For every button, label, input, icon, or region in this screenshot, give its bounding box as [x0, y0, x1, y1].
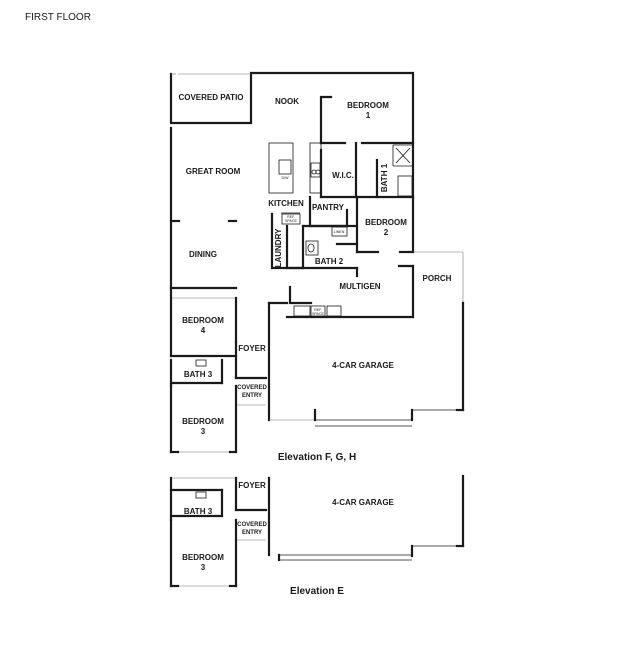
kitchen-label: KITCHEN — [268, 199, 304, 208]
elevation-e-labels: FOYER 4-CAR GARAGE BATH 3 COVERED ENTRY … — [182, 481, 394, 572]
alt-bath-3-label: BATH 3 — [184, 507, 213, 516]
bedroom-4-number: 4 — [201, 326, 206, 335]
bath-3-label: BATH 3 — [184, 370, 213, 379]
alt-bedroom-3-label: BEDROOM — [182, 553, 224, 562]
bedroom-1-label: BEDROOM — [347, 101, 389, 110]
dishwasher-label: D/W — [282, 176, 290, 180]
pantry-label: PANTRY — [312, 203, 345, 212]
bath-1-label: BATH 1 — [380, 163, 389, 192]
dining-label: DINING — [189, 250, 217, 259]
bedroom-3-label: BEDROOM — [182, 417, 224, 426]
great-room-label: GREAT ROOM — [186, 167, 241, 176]
multigen-ref-space-line2: SPACE — [312, 312, 325, 316]
garage-label: 4-CAR GARAGE — [332, 361, 394, 370]
covered-patio-label: COVERED PATIO — [178, 93, 243, 102]
bath-2-label: BATH 2 — [315, 257, 344, 266]
bedroom-2-number: 2 — [384, 228, 389, 237]
nook-label: NOOK — [275, 97, 299, 106]
covered-entry-label-line1: COVERED — [237, 385, 267, 391]
alt-foyer-label: FOYER — [238, 481, 266, 490]
multigen-ref-space-line1: REF. — [314, 308, 322, 312]
elevation-e-caption: Elevation E — [290, 586, 344, 597]
main-plan-walls — [169, 71, 465, 454]
multigen-label: MULTIGEN — [339, 282, 380, 291]
ref-space-label-line2: SPACE — [285, 219, 298, 223]
elevation-fgh-caption: Elevation F, G, H — [278, 452, 356, 463]
foyer-label: FOYER — [238, 344, 266, 353]
bedroom-2-label: BEDROOM — [365, 218, 407, 227]
wic-label: W.I.C. — [332, 171, 354, 180]
ref-space-label-line1: REF. — [287, 215, 295, 219]
covered-entry-label-line2: ENTRY — [242, 393, 262, 399]
main-plan-labels: COVERED PATIO NOOK BEDROOM 1 GREAT ROOM … — [178, 93, 451, 436]
alt-covered-entry-line1: COVERED — [237, 522, 267, 528]
alt-covered-entry-line2: ENTRY — [242, 530, 262, 536]
alt-bedroom-3-number: 3 — [201, 563, 206, 572]
elevation-e-walls — [169, 474, 465, 588]
alt-garage-label: 4-CAR GARAGE — [332, 498, 394, 507]
porch-label: PORCH — [423, 274, 452, 283]
laundry-label: LAUNDRY — [274, 228, 283, 267]
bedroom-3-number: 3 — [201, 427, 206, 436]
floor-title: FIRST FLOOR — [25, 12, 91, 23]
linen-label: LINEN — [334, 230, 345, 234]
bedroom-4-label: BEDROOM — [182, 316, 224, 325]
bedroom-1-number: 1 — [366, 111, 371, 120]
